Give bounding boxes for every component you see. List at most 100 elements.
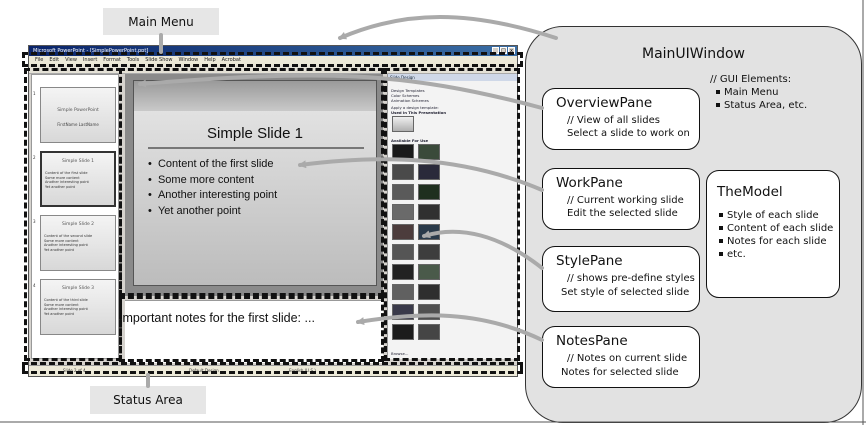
slide-thumbnail[interactable]: Simple Slide 2 Content of the second sli…	[40, 215, 116, 271]
notes-pane[interactable]: Important notes for the first slide: ...	[119, 300, 383, 363]
slide-thumbnail-selected[interactable]: Simple Slide 1 Content of the first slid…	[40, 151, 116, 207]
slide-bullet: • Another interesting point	[148, 189, 278, 201]
thumbnail-bullet: Content of the second slide	[44, 234, 93, 238]
main-ui-window-arrow	[338, 15, 558, 40]
design-template-swatch[interactable]	[418, 204, 440, 220]
slide-number: 4	[33, 283, 36, 288]
design-template-swatch[interactable]	[392, 164, 414, 180]
slide-number: 1	[33, 91, 36, 96]
slide-number: 2	[33, 155, 36, 160]
gui-element-item: Status Area, etc.	[716, 99, 807, 112]
used-template-swatch[interactable]	[392, 116, 414, 132]
work-pane-outline	[119, 68, 384, 296]
menu-item-tools[interactable]: Tools	[126, 57, 140, 63]
design-template-swatch[interactable]	[392, 284, 414, 300]
style-pane-box-title: StylePane	[556, 253, 623, 269]
window-title: Microsoft PowerPoint - [SimplePowerPoint…	[33, 48, 149, 54]
style-pane-box-desc: Set style of selected slide	[561, 287, 690, 298]
notes-pane-box-desc: Notes for selected slide	[561, 367, 679, 378]
color-schemes-link[interactable]: Color Schemes	[391, 93, 420, 98]
design-templates-link[interactable]: Design Templates	[391, 88, 425, 93]
slide-number: 3	[33, 219, 36, 224]
design-template-swatch[interactable]	[392, 184, 414, 200]
design-template-swatch[interactable]	[392, 324, 414, 340]
work-pane-box: WorkPane // Current working slide Edit t…	[542, 168, 700, 230]
notes-pane-outline	[119, 296, 384, 362]
main-menu-callout: Main Menu	[103, 8, 219, 35]
overview-pane-box: OverviewPane // View of all slides Selec…	[542, 88, 700, 150]
work-pane-box-desc: Edit the selected slide	[567, 208, 678, 219]
used-in-presentation-label: Used in This Presentation	[391, 110, 447, 115]
the-model-item: etc.	[719, 248, 833, 261]
browse-button[interactable]: Browse...	[391, 351, 409, 356]
slide-thumbnail[interactable]: Simple Slide 3 Content of the third slid…	[40, 279, 116, 335]
status-slide-count: Slide 2 of 4	[63, 368, 86, 373]
slide-thumbnail[interactable]: Simple PowerPoint FirstName LastName	[40, 87, 116, 143]
thumbnail-bullet: Another interesting point	[45, 180, 89, 185]
thumbnail-bullet: Yet another point	[44, 311, 75, 316]
the-model-items: Style of each slide Content of each slid…	[719, 209, 833, 261]
overview-pane-box-title: OverviewPane	[556, 95, 653, 111]
thumbnail-bullets: Content of the third slide Some more con…	[44, 298, 88, 316]
slide-bullet: • Yet another point	[148, 204, 241, 217]
status-language: English (U.S.)	[289, 368, 316, 373]
slide-title: Simple Slide 1	[207, 125, 303, 142]
menu-item-view[interactable]: View	[65, 57, 77, 63]
notes-pane-arrow	[356, 313, 544, 342]
design-template-swatch[interactable]	[418, 284, 440, 300]
menu-item-slide-show[interactable]: Slide Show	[145, 57, 173, 63]
design-template-swatch[interactable]	[392, 264, 414, 280]
thumbnail-title: Simple Slide 1	[61, 159, 95, 164]
status-area-callout: Status Area	[90, 386, 206, 414]
menu-item-window[interactable]: Window	[178, 57, 199, 63]
thumbnail-bullet: Content of the third slide	[44, 298, 88, 302]
menu-item-acrobat[interactable]: Acrobat	[221, 57, 241, 63]
thumbnail-bullet: Another interesting point	[44, 243, 88, 248]
style-pane-arrow	[422, 229, 544, 270]
notes-pane-box-title: NotesPane	[556, 333, 628, 349]
thumbnail-bullet: Content of the first slide	[45, 171, 88, 175]
thumbnail-title: Simple PowerPoint	[57, 108, 99, 113]
thumbnail-bullet: Some more content	[44, 238, 79, 243]
thumbnail-bullets: Content of the first slide Some more con…	[45, 171, 89, 189]
menu-item-insert[interactable]: Insert	[82, 57, 98, 63]
the-model-box: TheModel Style of each slide Content of …	[706, 170, 840, 298]
animation-schemes-link[interactable]: Animation Schemes	[391, 98, 429, 103]
thumbnail-title: Simple Slide 3	[61, 286, 95, 291]
menu-item-edit[interactable]: Edit	[49, 57, 60, 63]
style-pane: Slide Design Design Templates Color Sche…	[387, 74, 517, 359]
design-template-swatch[interactable]	[418, 264, 440, 280]
design-template-swatch[interactable]	[418, 184, 440, 200]
design-template-swatch[interactable]	[418, 244, 440, 260]
notes-pane-box-comment: // Notes on current slide	[567, 353, 688, 364]
available-for-use-label: Available For Use	[391, 138, 429, 143]
notes-pane-box: NotesPane // Notes on current slide Note…	[542, 326, 700, 388]
status-area-outline	[22, 362, 523, 374]
design-template-swatch[interactable]	[392, 204, 414, 220]
work-pane-box-title: WorkPane	[556, 175, 623, 191]
design-template-swatch[interactable]	[418, 324, 440, 340]
status-bar: Slide 2 of 4 Default Design English (U.S…	[29, 365, 517, 376]
gui-element-item: Main Menu	[716, 86, 807, 99]
design-template-swatch[interactable]	[418, 164, 440, 180]
design-template-swatch[interactable]	[392, 244, 414, 260]
current-slide[interactable]: Simple Slide 1 • Content of the first sl…	[133, 80, 377, 286]
powerpoint-window: Microsoft PowerPoint - [SimplePowerPoint…	[28, 45, 518, 377]
overview-pane-box-comment: // View of all slides	[567, 115, 660, 126]
main-menu-bar: File Edit View Insert Format Tools Slide…	[29, 56, 517, 65]
menu-item-help[interactable]: Help	[204, 57, 216, 63]
design-template-swatch[interactable]	[392, 224, 414, 240]
the-model-item: Notes for each slide	[719, 235, 833, 248]
menu-item-file[interactable]: File	[35, 57, 44, 63]
thumbnail-title: Simple Slide 2	[61, 222, 95, 227]
slide-bullets: • Content of the first slide • Some more…	[148, 157, 277, 219]
gui-elements-comment: // GUI Elements:	[710, 74, 792, 85]
overview-pane-box-desc: Select a slide to work on	[567, 128, 690, 139]
overview-pane-arrow	[138, 73, 544, 110]
thumbnail-bullets: Content of the second slide Some more co…	[44, 234, 92, 252]
thumbnail-subtitle: FirstName LastName	[57, 122, 99, 127]
main-ui-window-title: MainUIWindow	[642, 46, 745, 62]
menu-item-format[interactable]: Format	[103, 57, 121, 63]
style-pane-box-comment: // shows pre-define styles	[567, 273, 695, 284]
